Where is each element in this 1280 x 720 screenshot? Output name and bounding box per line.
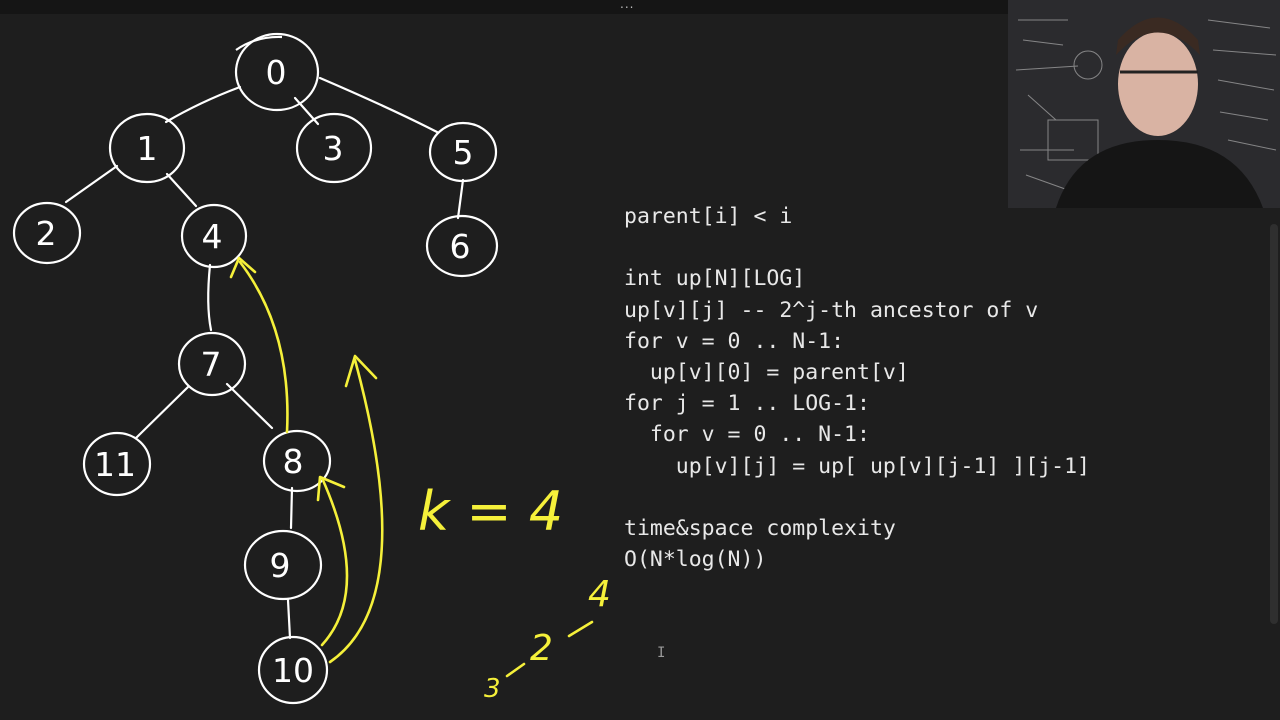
code-line: for j = 1 .. LOG-1: (624, 391, 870, 417)
edge-0-5 (318, 76, 439, 134)
seq-value-4: 4 (588, 574, 611, 615)
ancestor-jump-arrows (229, 256, 384, 664)
node-6-circle (425, 214, 499, 278)
node-2-circle (12, 201, 82, 265)
node-5-label: 5 (453, 133, 474, 172)
node-1-label: 1 (137, 129, 158, 168)
code-line: parent[i] < i (624, 204, 793, 229)
arrow-10-to-8-head (316, 475, 346, 502)
node-0-label: 0 (266, 53, 287, 92)
node-0-circle (234, 32, 320, 112)
node-7-label: 7 (201, 345, 222, 384)
webcam-image (1008, 0, 1280, 208)
code-line: for v = 0 .. N-1: (624, 328, 845, 354)
node-8-circle (262, 429, 332, 493)
edge-9-10 (286, 598, 292, 640)
person-head (1118, 32, 1198, 136)
arrow-8-to-4 (238, 260, 289, 434)
node-3-label: 3 (323, 129, 344, 168)
seq-dash-2 (567, 620, 594, 638)
title-bar: ... (0, 0, 1280, 14)
code-line (624, 482, 1090, 513)
webcam-overlay (1008, 0, 1280, 208)
node-10-circle (257, 635, 329, 705)
node-7-circle (177, 331, 247, 397)
node-5-circle (428, 121, 498, 183)
node-4-label: 4 (202, 217, 223, 256)
edge-5-6 (456, 178, 465, 220)
code-line: int up[N][LOG] (624, 266, 806, 292)
node-9-circle (243, 529, 323, 601)
code-line: time&space complexity (624, 515, 896, 541)
node-1-circle (108, 112, 186, 184)
node-8-label: 8 (283, 442, 304, 481)
edge-8-9 (289, 486, 294, 530)
edge-4-7 (207, 263, 213, 332)
node-9-label: 9 (270, 546, 291, 585)
whiteboard-drawing: 0 1 2 3 4 5 6 7 8 9 10 11 k = 4 3 2 4 (12, 32, 611, 705)
seq-value-3: 3 (484, 674, 501, 704)
node-11-circle (82, 431, 152, 497)
k-equals-label: k = 4 (418, 480, 563, 543)
code-line: up[v][j] = up[ up[v][j-1] ][j-1] (624, 453, 1090, 479)
edge-1-4 (165, 172, 198, 208)
edge-1-2 (64, 164, 119, 204)
edge-7-8 (225, 382, 274, 430)
node-6-label: 6 (450, 227, 471, 266)
code-editor[interactable]: parent[i] < i int up[N][LOG] up[v][j] -- 2… (624, 201, 1090, 575)
text-cursor-icon: I (657, 645, 666, 661)
arrow-10-to-up (328, 358, 384, 664)
edge-0-1 (164, 85, 242, 124)
node-10-label: 10 (272, 651, 314, 690)
seq-dash-1 (505, 662, 526, 678)
scrollbar-thumb[interactable] (1270, 224, 1278, 624)
arrow-10-to-up-head (344, 354, 378, 388)
edge-7-11 (134, 385, 190, 440)
tree-edges (64, 76, 465, 640)
code-line: for v = 0 .. N-1: (624, 422, 870, 448)
seq-value-2: 2 (530, 628, 553, 669)
node-11-label: 11 (94, 445, 136, 484)
tree-nodes (12, 32, 499, 705)
node-3-circle (295, 112, 373, 184)
arrow-8-to-4-head (229, 256, 257, 279)
code-line: O(N*log(N)) (624, 547, 767, 573)
menu-dots[interactable]: ... (620, 0, 635, 11)
node-2-label: 2 (36, 214, 57, 253)
code-line (624, 232, 1090, 263)
arrow-10-to-8 (320, 476, 349, 647)
code-line: up[v][j] -- 2^j-th ancestor of v (624, 297, 1039, 323)
node-4-circle (180, 203, 248, 269)
code-line: up[v][0] = parent[v] (624, 359, 909, 385)
